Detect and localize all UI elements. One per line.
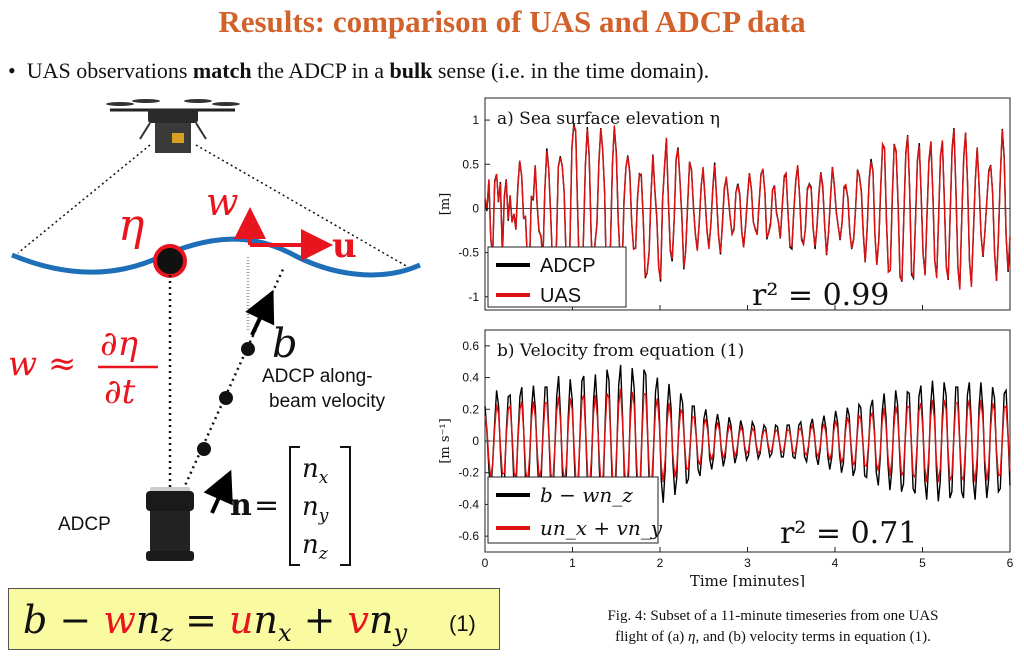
bullet-bold-bulk: bulk (389, 58, 433, 83)
y-tick-label: 0.2 (462, 402, 479, 416)
figure-caption: Fig. 4: Subset of a 11-minute timeseries… (528, 606, 1018, 648)
adcp-instrument-icon (146, 487, 194, 561)
x-tick-label: 4 (832, 556, 839, 570)
eq-n1: n (136, 598, 160, 642)
y-tick-label: 1 (472, 113, 479, 127)
drone-icon (106, 99, 240, 153)
eq-sub-x: x (278, 619, 292, 647)
panel-label: b) Velocity from equation (1) (497, 341, 744, 361)
chart-velocity: -0.6 -0.4 -0.2 0 0.2 0.4 0.6 0 1 2 3 4 5 6 b) Velocity… (438, 329, 1014, 587)
bullet-marker: • (8, 58, 16, 83)
eta-label: η (118, 200, 144, 251)
series-line-1 (484, 388, 1011, 492)
series-line-1 (484, 123, 1011, 302)
eq-sub-z: z (159, 619, 173, 647)
x-tick-label: 1 (569, 556, 576, 570)
eq-minus: − (47, 598, 103, 642)
uas-adcp-diagram: η w u b ADCP along- beam velocity w ≈ ∂η… (8, 99, 422, 566)
d-t: ∂t (104, 372, 136, 412)
x-tick-label: 0 (482, 556, 489, 570)
eq-n2: n (253, 598, 277, 642)
x-tick-label: 3 (744, 556, 751, 570)
eq-sub-y: y (392, 619, 407, 647)
u-label: u (332, 226, 357, 266)
bullet-text-3: sense (i.e. in the time domain). (432, 58, 710, 83)
ny-label: ny (302, 492, 329, 526)
y-tick-label: 0 (472, 201, 479, 215)
bullet-bold-match: match (192, 58, 252, 83)
bullet-point: • UAS observations match the ADCP in a b… (8, 58, 709, 84)
r-squared-annotation: r² = 0.99 (752, 278, 889, 313)
y-axis-label: [m] (438, 193, 453, 215)
legend-label-0: ADCP (540, 255, 596, 277)
chart-sea-surface-elevation: -1 -0.5 0 0.5 1 a) Sea surface elevation η [m]… (438, 97, 1011, 313)
w-approx-lhs: w ≈ (8, 344, 76, 384)
bullet-text-2: the ADCP in a (251, 58, 390, 83)
n-vector-label: n (230, 488, 252, 523)
beam-bin-2 (219, 391, 233, 405)
x-tick-label: 2 (657, 556, 664, 570)
equation-1: b − wnz = unx + vny (1) (23, 598, 476, 647)
matrix-bracket-right (340, 446, 351, 566)
camera-view-left (17, 144, 151, 254)
legend-box (487, 476, 659, 544)
y-tick-label: -0.4 (458, 497, 479, 511)
w-label: w (206, 180, 239, 224)
camera-view-right (195, 144, 409, 268)
panel-label: a) Sea surface elevation η (497, 109, 720, 129)
equation-number: (1) (449, 611, 476, 636)
legend-label-0: b − wn_z (540, 483, 633, 507)
legend-label-1: UAS (540, 285, 581, 307)
bullet-text-1: UAS observations (26, 58, 193, 83)
y-tick-label: -0.2 (458, 466, 479, 480)
y-tick-label: -0.6 (458, 529, 479, 543)
along-beam-label-1: ADCP along- (262, 366, 373, 387)
equation-box: b − wnz = unx + vny (1) (8, 588, 500, 650)
beam-bin-1 (197, 442, 211, 456)
sea-surface-wave (11, 236, 422, 278)
b-arrow (245, 289, 275, 336)
eq-v: v (348, 598, 370, 642)
n-arrow (203, 469, 233, 514)
n-equals: = (254, 488, 279, 523)
eq-equals: = (173, 598, 229, 642)
x-tick-label: 6 (1007, 556, 1014, 570)
caption-line-2: flight of (a) η, and (b) velocity terms … (615, 629, 931, 645)
nx-label: nx (302, 454, 329, 488)
nz-label: nz (302, 530, 329, 564)
eq-w: w (103, 598, 136, 642)
eta-marker (153, 244, 187, 278)
caption-line-1: Fig. 4: Subset of a 11-minute timeseries… (607, 608, 939, 624)
y-tick-label: 0 (472, 434, 479, 448)
eq-b: b (23, 598, 47, 642)
y-axis-label: [m s⁻¹] (438, 418, 453, 463)
beam-bin-3 (241, 342, 255, 356)
b-label: b (272, 321, 298, 367)
legend-label-1: un_x + vn_y (540, 516, 663, 540)
y-tick-label: -1 (468, 290, 479, 304)
d-eta: ∂η (100, 324, 139, 364)
page-title: Results: comparison of UAS and ADCP data (218, 4, 806, 39)
svg-text:b − wnz = unx + vny: b − wnz = unx + vny (23, 598, 407, 647)
adcp-label: ADCP (58, 514, 111, 535)
y-tick-label: 0.6 (462, 339, 479, 353)
y-tick-label: -0.5 (458, 246, 479, 260)
x-axis-label: Time [minutes] (690, 572, 805, 587)
y-tick-label: 0.4 (462, 371, 479, 385)
matrix-bracket-left (289, 446, 300, 566)
r-squared-annotation: r² = 0.71 (780, 516, 917, 551)
eq-plus: + (292, 598, 348, 642)
y-tick-label: 0.5 (462, 157, 479, 171)
along-beam-label-2: beam velocity (269, 391, 386, 412)
eq-n3: n (369, 598, 393, 642)
eq-u: u (229, 598, 253, 642)
x-tick-label: 5 (919, 556, 926, 570)
